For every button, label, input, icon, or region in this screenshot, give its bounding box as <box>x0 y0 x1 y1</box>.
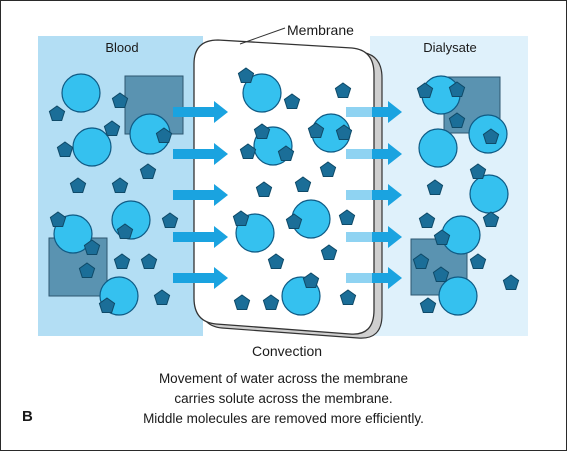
circle-molecule <box>61 73 101 113</box>
circle-molecule <box>72 127 112 167</box>
arrow-tail <box>346 107 372 117</box>
arrow-tail <box>346 149 372 159</box>
arrow <box>372 226 402 248</box>
arrow-tail <box>346 273 372 283</box>
arrow <box>372 101 402 123</box>
panel-letter: B <box>22 408 33 425</box>
circle-molecule <box>418 128 458 168</box>
arrow <box>173 143 228 165</box>
arrow <box>372 184 402 206</box>
arrows-blood-to-membrane <box>173 101 228 289</box>
caption-line-1: Movement of water across the membrane <box>158 371 409 386</box>
arrow-tail <box>346 190 372 200</box>
arrow <box>173 184 228 206</box>
membrane-molecules <box>232 67 357 316</box>
membrane-leader-line <box>239 27 286 45</box>
caption-line-3: Middle molecules are removed more effici… <box>143 411 424 426</box>
arrow <box>173 267 228 289</box>
arrow-tail <box>346 232 372 242</box>
arrows-membrane-to-dialysate <box>346 101 402 289</box>
arrow <box>173 101 228 123</box>
arrow <box>372 143 402 165</box>
circle-molecule <box>438 276 478 316</box>
caption-line-2: carries solute across the membrane. <box>174 391 393 406</box>
blood-label: Blood <box>105 40 138 55</box>
arrow <box>173 226 228 248</box>
dialysate-label: Dialysate <box>423 40 476 55</box>
circle-molecule <box>469 174 509 214</box>
arrow <box>372 267 402 289</box>
dialysate-molecules <box>410 75 520 316</box>
blood-molecules <box>48 73 184 316</box>
membrane-label: Membrane <box>287 22 354 38</box>
circle-molecule <box>242 73 282 113</box>
convection-label: Convection <box>252 343 322 359</box>
